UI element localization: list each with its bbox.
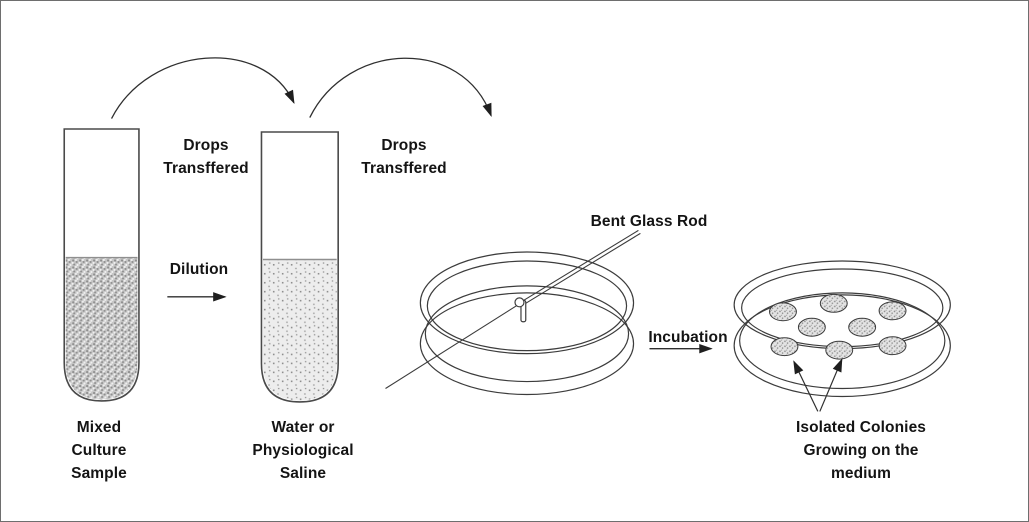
dish2-bottom-inner — [739, 292, 946, 390]
label-isolated-colonies: Isolated Colonies Growing on the medium — [795, 419, 927, 482]
transfer-arc-2 — [309, 57, 492, 118]
colony — [825, 340, 854, 360]
label-drops-transferred-1: Drops Transffered — [163, 137, 249, 177]
colony-pointer-right — [819, 358, 843, 412]
petri-dish-colonies — [733, 260, 951, 398]
label-drops-transferred-2: Drops Transffered — [361, 137, 447, 177]
tube1-outline — [63, 128, 140, 402]
label-dilution: Dilution — [169, 261, 229, 278]
test-tube-saline — [260, 131, 339, 403]
colony-pointer-left — [793, 360, 819, 412]
tube2-liquid — [262, 259, 337, 401]
tube2-outline — [260, 131, 339, 403]
dish1-rim-outer — [419, 251, 635, 355]
label-bent-glass-rod: Bent Glass Rod — [590, 213, 708, 230]
isolated-colonies-group — [769, 293, 907, 360]
colony — [848, 317, 877, 337]
glass-rod-upper-edge-2 — [521, 233, 641, 306]
dish1-bottom-outer — [419, 292, 635, 396]
glass-rod-lower-segment — [385, 304, 519, 389]
colony — [878, 301, 907, 321]
petri-dish-spreading — [385, 230, 641, 396]
label-mixed-culture-sample: Mixed Culture Sample — [71, 419, 127, 482]
colony — [770, 337, 799, 357]
test-tube-mixed-culture — [63, 128, 140, 402]
tube1-liquid — [65, 257, 138, 400]
colony — [819, 293, 848, 313]
glass-rod-bend-knob — [514, 297, 525, 308]
label-water-or-physiological-saline: Water or Physiological Saline — [252, 419, 354, 482]
colony — [769, 302, 797, 322]
colony — [878, 336, 907, 356]
dish1-rim-inner — [426, 260, 628, 352]
transfer-arc-1 — [110, 57, 295, 119]
colony — [797, 317, 826, 337]
label-incubation: Incubation — [648, 329, 728, 346]
dish1-bottom-inner — [424, 285, 630, 383]
dish2-bottom-outer — [733, 294, 951, 398]
glass-rod-upper-edge-1 — [519, 230, 639, 303]
